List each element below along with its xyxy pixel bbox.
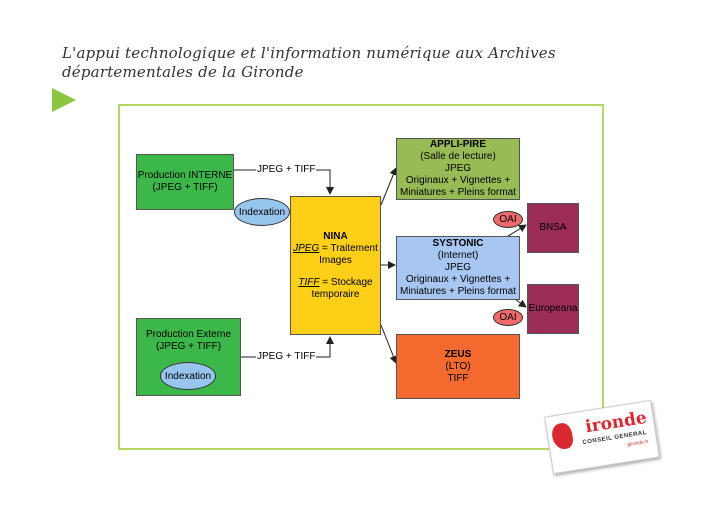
nina-jpeg-line: JPEG = Traitement: [293, 243, 378, 255]
zeus-line-1: (LTO): [445, 360, 471, 372]
systonic-title: SYSTONIC: [432, 238, 484, 249]
oai-oval-1: OAI: [493, 211, 523, 228]
zeus-line-2: TIFF: [447, 372, 469, 384]
production-interne-label: Production INTERNE: [137, 170, 233, 181]
nina-tiff-text2: temporaire: [311, 288, 360, 300]
applipire-line-3: Originaux + Vignettes +: [405, 175, 511, 186]
nina-title: NINA: [323, 230, 348, 242]
zeus-title: ZEUS: [444, 348, 472, 360]
connector-nina-applipire: [380, 167, 398, 206]
applipire-line-4: Miniatures + Pleins format: [400, 187, 516, 198]
applipire-line-2: JPEG: [444, 163, 472, 174]
play-bullet-icon: [52, 88, 76, 112]
production-externe-label: Production Externe: [145, 329, 232, 340]
logo-mark-icon: [550, 421, 575, 451]
systonic-box: SYSTONIC (Internet) JPEG Originaux + Vig…: [396, 236, 520, 300]
nina-jpeg-text: = Traitement: [319, 242, 378, 254]
indexation-oval-1: Indexation: [234, 198, 290, 226]
logo-url: gironde.fr: [626, 438, 649, 449]
applipire-title: APPLI-PIRE: [429, 139, 487, 150]
nina-tiff-key: TIFF: [298, 276, 320, 288]
applipire-line-1: (Salle de lecture): [420, 151, 496, 162]
indexation-oval-2: Indexation: [160, 362, 216, 390]
page-title: L'appui technologique et l'information n…: [62, 44, 556, 81]
edge-label-top: JPEG + TIFF: [256, 164, 317, 175]
nina-tiff-line: TIFF = Stockage: [298, 277, 372, 289]
systonic-line-1: (Internet): [437, 250, 479, 261]
systonic-line-3: Originaux + Vignettes +: [405, 274, 511, 285]
connector-systonic-bnsa: [504, 224, 527, 239]
production-interne-box: Production INTERNE (JPEG + TIFF): [136, 154, 234, 210]
production-interne-format: (JPEG + TIFF): [152, 182, 218, 193]
production-externe-format: (JPEG + TIFF): [155, 341, 222, 352]
systonic-line-2: JPEG: [444, 262, 472, 273]
edge-label-bottom: JPEG + TIFF: [256, 351, 317, 362]
systonic-line-4: Miniatures + Pleins format: [400, 286, 516, 297]
oai-oval-2: OAI: [493, 309, 523, 326]
nina-tiff-text: = Stockage: [319, 276, 373, 288]
applipire-box: APPLI-PIRE (Salle de lecture) JPEG Origi…: [396, 138, 520, 200]
diagram-frame: [118, 104, 604, 450]
europeana-box: Europeana: [527, 284, 579, 334]
zeus-box: ZEUS (LTO) TIFF: [396, 334, 520, 399]
nina-jpeg-key: JPEG: [293, 242, 320, 254]
bnsa-box: BNSA: [527, 203, 579, 253]
connector-nina-zeus: [380, 324, 398, 364]
nina-box: NINA JPEG = Traitement Images TIFF = Sto…: [290, 196, 381, 335]
nina-jpeg-text2: Images: [319, 254, 352, 266]
